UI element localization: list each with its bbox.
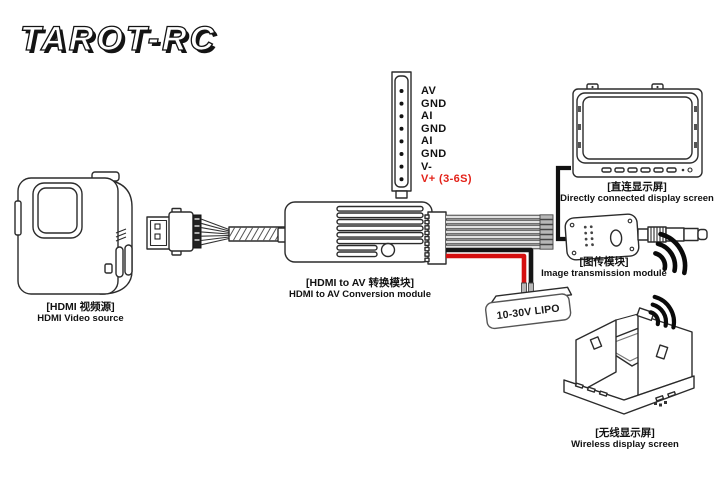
direct-display-icon: [563, 80, 715, 184]
output-wires-drawing: [440, 205, 575, 305]
wireless-signal-icon: [651, 297, 674, 328]
wire-fan: [201, 219, 229, 245]
hdmi-video-source-drawing: [15, 163, 295, 308]
direct-display-label: [直连显示屏] Directly connected display scree…: [558, 181, 716, 204]
transmitter-module-icon: [565, 214, 640, 261]
transmitter-label-cn: [图传模块]: [579, 256, 629, 268]
pinout-labels: AV GND AI GND AI GND V- V+ (3-6S): [421, 85, 521, 186]
converter-label-cn: [HDMI to AV 转换模块]: [306, 277, 414, 289]
signal-wires: [446, 215, 553, 249]
camera-icon: [15, 172, 132, 294]
wireless-display-label: [无线显示屏] Wireless display screen: [545, 427, 705, 450]
converter-module-icon: [278, 202, 432, 262]
pinout-connector-icon: [390, 70, 420, 202]
brand-logo: TAROT-RC TAROT-RC: [19, 19, 220, 61]
transmitter-label: [图传模块] Image transmission module: [523, 256, 685, 279]
pin-label-gnd: GND: [421, 147, 447, 160]
braided-cable-icon: [227, 227, 289, 241]
brand-logo-text: TAROT-RC: [20, 20, 217, 58]
direct-display-label-cn: [直连显示屏]: [607, 181, 667, 193]
wireless-display-label-cn: [无线显示屏]: [595, 427, 655, 439]
pin-label-vminus: V-: [421, 160, 433, 173]
battery-icon: 10-30V LIPO: [478, 282, 582, 338]
wireless-display-label-en: Wireless display screen: [571, 439, 679, 451]
video-source-label-en: HDMI Video source: [37, 313, 124, 325]
pin-label-gnd: GND: [421, 122, 447, 135]
power-wires: [446, 250, 534, 294]
converter-label: [HDMI to AV 转换模块] HDMI to AV Conversion …: [250, 277, 470, 300]
video-source-label: [HDMI 视频源] HDMI Video source: [8, 301, 153, 324]
hdmi-plug-icon: [147, 209, 201, 256]
pin-label-ai: AI: [421, 135, 433, 148]
converter-label-en: HDMI to AV Conversion module: [289, 289, 431, 301]
split-bracket: [552, 160, 578, 248]
transmitter-label-en: Image transmission module: [541, 268, 667, 280]
wireless-signal-icon: [655, 234, 685, 273]
direct-display-label-en: Directly connected display screen: [560, 193, 714, 205]
pin-label-ai: AI: [421, 110, 433, 123]
video-source-label-cn: [HDMI 视频源]: [46, 301, 115, 313]
wireless-display-drawing: [558, 284, 720, 432]
display-buttons: [602, 168, 676, 172]
output-connector-icon: [425, 212, 446, 264]
conversion-module-drawing: [275, 198, 460, 273]
pin-label-av: AV: [421, 85, 437, 97]
pin-label-gnd: GND: [421, 97, 447, 110]
pin-label-vplus: V+ (3-6S): [421, 173, 472, 186]
wireless-display-icon: [564, 308, 694, 414]
transmitter-drawing: [558, 206, 720, 272]
brand-logo-shadow: TAROT-RC: [23, 23, 220, 61]
